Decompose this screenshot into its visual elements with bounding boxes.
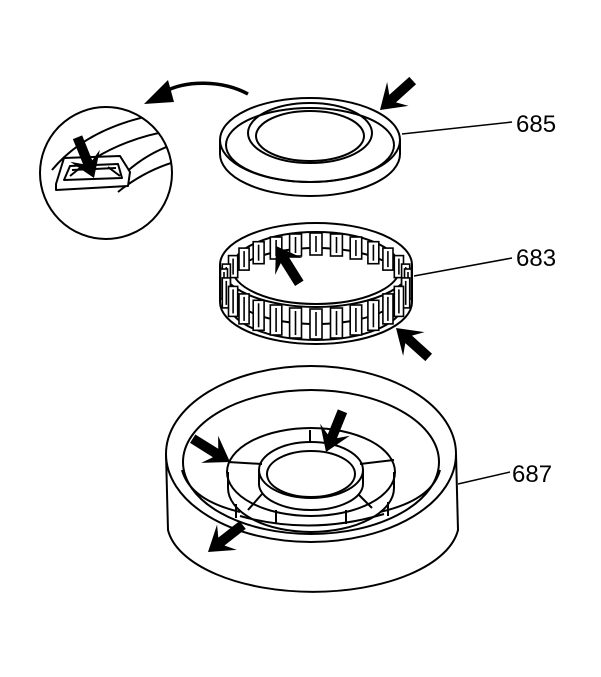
curved-pointer-arrow bbox=[144, 80, 249, 104]
leader-line-687 bbox=[457, 471, 511, 485]
housing-687 bbox=[165, 365, 460, 593]
seal-detail-inset bbox=[39, 106, 173, 240]
leader-line-683 bbox=[413, 257, 513, 277]
callout-685: 685 bbox=[516, 111, 556, 138]
leader-line-685 bbox=[401, 121, 513, 135]
callout-687: 687 bbox=[512, 461, 552, 488]
bearing-683 bbox=[219, 222, 413, 345]
callout-683: 683 bbox=[516, 245, 556, 272]
seal-685 bbox=[219, 97, 401, 197]
bearing-rollers bbox=[219, 232, 413, 340]
